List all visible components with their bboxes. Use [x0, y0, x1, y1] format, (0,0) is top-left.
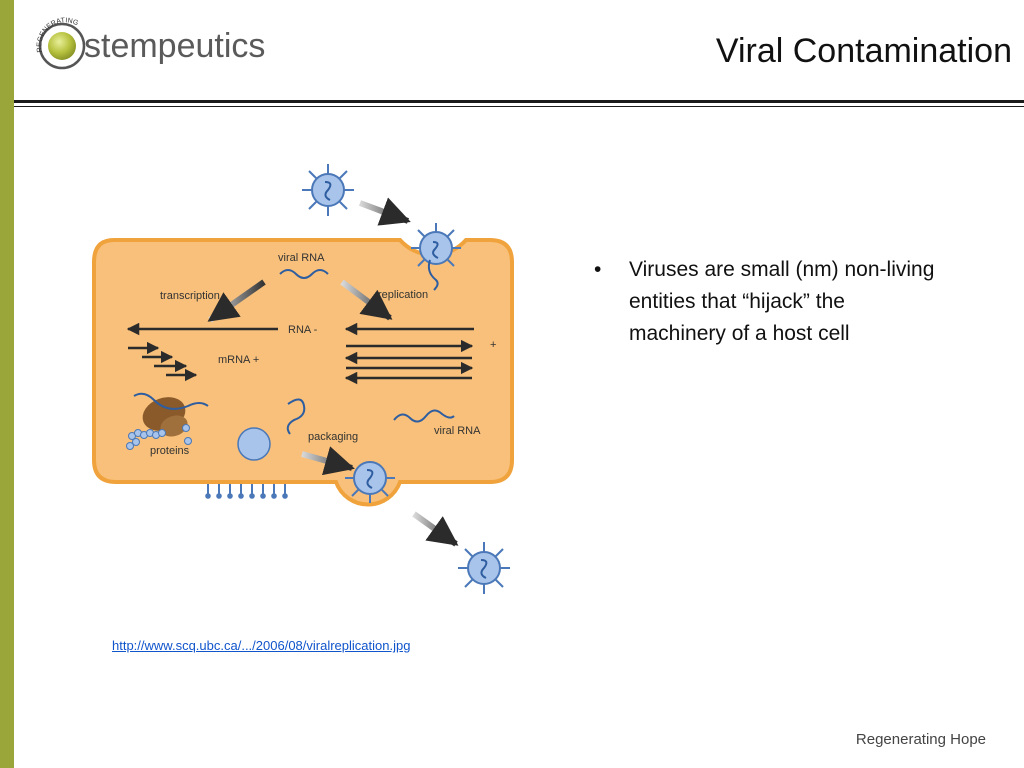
empty-capsid	[237, 427, 271, 461]
logo-orb	[48, 32, 76, 60]
bullet-line: machinery of a host cell	[629, 322, 850, 345]
viral-replication-diagram: viral RNA transcription replication RNA …	[88, 158, 528, 603]
label-proteins: proteins	[150, 445, 190, 457]
accent-side-bar	[0, 0, 14, 768]
label-replication: replication	[378, 289, 428, 301]
label-plus-sign: +	[490, 339, 496, 351]
virus-incoming	[302, 164, 354, 216]
label-viral-rna-top: viral RNA	[278, 252, 325, 264]
label-viral-rna-bottom: viral RNA	[434, 425, 481, 437]
membrane-receptors	[205, 484, 288, 499]
label-mrna-plus: mRNA +	[218, 354, 259, 366]
logo-ring	[38, 22, 86, 70]
image-source-link[interactable]: http://www.scq.ubc.ca/.../2006/08/viralr…	[112, 638, 411, 653]
ribosome	[142, 397, 188, 437]
protein-chain	[126, 424, 192, 450]
host-cell	[92, 238, 514, 507]
entry-arrow	[358, 197, 411, 226]
transcription-arrow	[207, 279, 266, 323]
logo-word: stempeutics	[84, 27, 265, 65]
virus-budding	[345, 461, 395, 503]
mrna-plus-strands	[128, 341, 198, 382]
exit-arrow	[412, 511, 459, 547]
label-packaging: packaging	[308, 431, 358, 443]
label-rna-minus: RNA -	[288, 324, 318, 336]
virus-released	[458, 542, 510, 594]
virus-entering	[411, 223, 461, 291]
viral-rna-strand-top	[279, 269, 329, 279]
stempeutics-logo: REGENERATING HOPE stempeutics	[34, 16, 304, 74]
bullet-marker: •	[594, 258, 602, 281]
bullet-line: entities that “hijack” the	[629, 290, 845, 313]
mrna-thread	[133, 392, 209, 410]
bullet-list: • Viruses are small (nm) non-living enti…	[588, 254, 1008, 350]
slide-title: Viral Contamination	[715, 32, 1012, 70]
viral-rna-strand-bottom	[393, 409, 455, 423]
viral-rna-strand-middle	[286, 398, 306, 435]
bullet-line: Viruses are small (nm) non-living	[629, 258, 935, 281]
packaging-arrow	[301, 446, 355, 476]
title-rule-thick	[14, 100, 1024, 103]
logo-graphic: REGENERATING HOPE stempeutics	[34, 16, 265, 70]
label-transcription: transcription	[160, 290, 220, 302]
footer-tagline: Regenerating Hope	[855, 731, 986, 748]
bullet-item: • Viruses are small (nm) non-living enti…	[588, 254, 1008, 350]
replicated-rna-strands	[344, 339, 474, 385]
title-rule-thin	[14, 106, 1024, 107]
replication-arrow	[340, 279, 393, 321]
